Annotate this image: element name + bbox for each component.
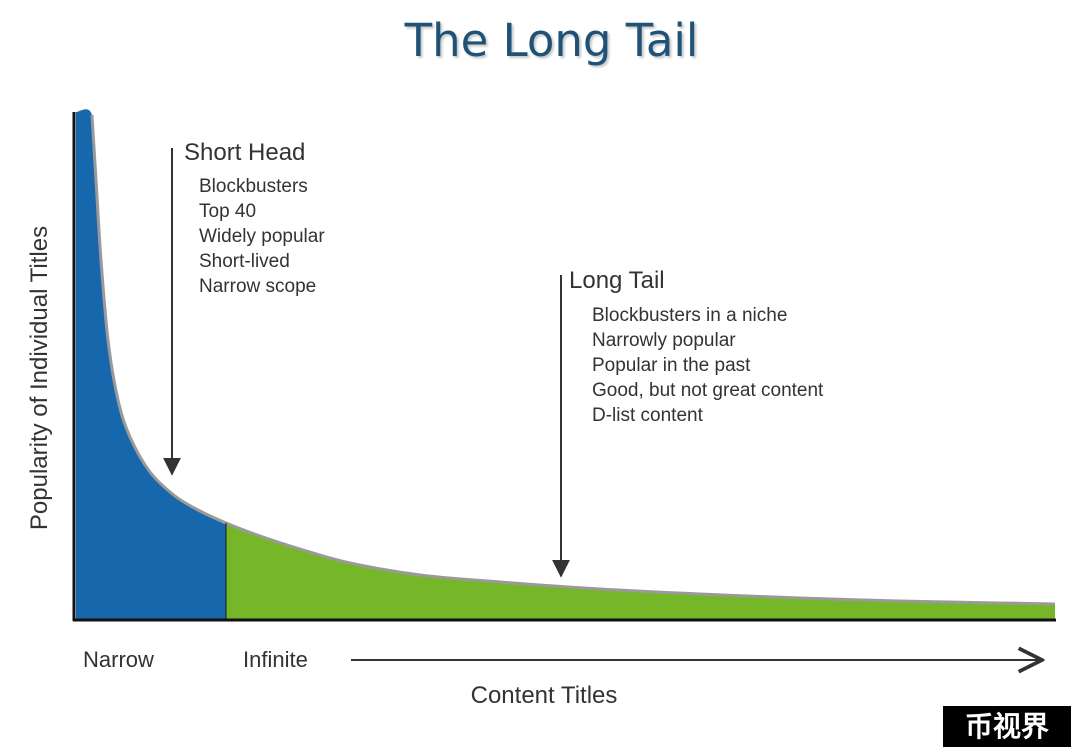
long-tail-item: D-list content [592,405,704,426]
short-head-item: Widely popular [199,226,325,247]
short-head-heading: Short Head [184,139,305,166]
short-head-item: Top 40 [199,201,256,222]
demand-curve [90,114,1056,606]
short-head-area [76,109,226,620]
slide-title: The Long Tail [404,14,699,67]
long-tail-area [226,523,1055,619]
short-head-item: Short-lived [199,251,290,272]
short-head-item: Narrow scope [199,276,316,297]
x-axis-label: Content Titles [471,682,618,709]
watermark-logo: 币视界 [943,706,1071,747]
short-head-item: Blockbusters [199,176,308,197]
x-tick-infinite: Infinite [243,647,308,672]
long-tail-item: Narrowly popular [592,330,736,351]
long-tail-item: Popular in the past [592,355,751,376]
long-tail-heading: Long Tail [569,267,665,294]
x-tick-narrow: Narrow [83,647,154,672]
long-tail-item: Good, but not great content [592,380,824,401]
y-axis-label: Popularity of Individual Titles [26,226,53,530]
long-tail-item: Blockbusters in a niche [592,305,787,326]
